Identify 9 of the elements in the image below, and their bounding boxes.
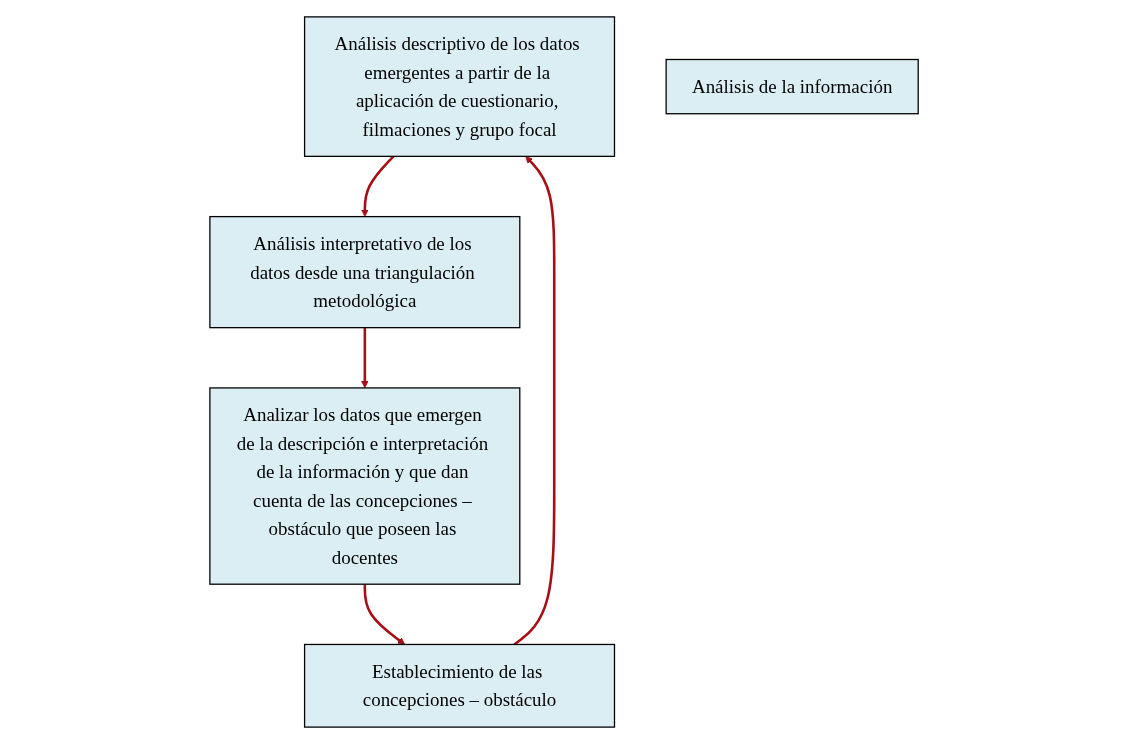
arrow <box>361 327 369 389</box>
node-box: Análisis descriptivo de los datos emergentes a partir de la aplicación de cuestionario, filmaciones y grupo focal <box>303 16 616 157</box>
arrow <box>361 155 395 217</box>
node-box: Analizar los datos que emergen de la descripción e interpretación de la información y que dan cuenta de las concepciones – obstáculo que poseen las docentes <box>209 387 521 585</box>
arrow <box>513 156 556 646</box>
node-box: Análisis interpretativo de los datos desde una triangulación metodológica <box>209 215 521 329</box>
arrow <box>363 584 406 645</box>
node-box: Análisis de la información <box>665 58 919 115</box>
node-box: Establecimiento de las concepciones – obstáculo <box>303 643 616 728</box>
